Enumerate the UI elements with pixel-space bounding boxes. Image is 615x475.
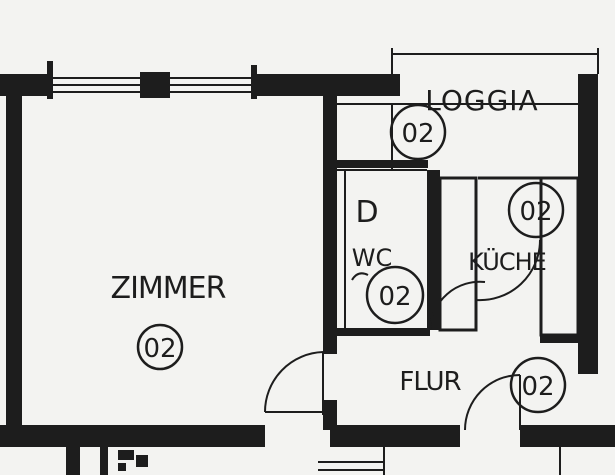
circle-zimmer xyxy=(136,323,184,371)
wall-right xyxy=(578,74,598,374)
code-circles xyxy=(136,103,567,414)
wall-bottom-right xyxy=(520,425,615,447)
window-mullion xyxy=(140,72,170,98)
bottom-details xyxy=(66,447,148,475)
window-zimmer xyxy=(47,61,257,99)
room-code-flur: 02 xyxy=(521,372,554,402)
room-label-kueche: KÜCHE xyxy=(468,247,546,276)
wall-zimmer-jamb xyxy=(323,400,337,430)
doors xyxy=(264,239,542,431)
wc-fixtures xyxy=(337,169,427,330)
wall-zimmer-partition xyxy=(323,92,337,354)
room-code-kueche: 02 xyxy=(519,197,552,227)
room-label-flur: FLUR xyxy=(399,367,461,397)
wall-wc-kitchen xyxy=(427,170,440,330)
bottom-lines xyxy=(318,447,561,475)
circle-loggia xyxy=(389,103,447,161)
shower-letter: D xyxy=(355,195,378,230)
wall-bottom-left xyxy=(0,425,265,447)
room-label-wc: WC xyxy=(352,244,393,272)
wall-bottom-middle xyxy=(330,425,460,447)
wall-wc-top xyxy=(333,160,428,168)
room-code-wc: 02 xyxy=(378,282,411,312)
room-label-loggia: LOGGIA xyxy=(425,84,538,117)
wall-left xyxy=(6,74,22,444)
circle-kueche xyxy=(507,181,565,239)
wall-kitchen-bottom xyxy=(540,335,582,343)
wall-wc-bottom xyxy=(330,328,430,336)
circle-wc xyxy=(365,265,425,325)
room-code-loggia: 02 xyxy=(401,119,434,149)
room-code-zimmer: 02 xyxy=(143,334,176,364)
walls xyxy=(0,72,615,447)
circle-flur xyxy=(509,356,567,414)
room-label-zimmer: ZIMMER xyxy=(111,271,226,306)
wall-top-middle xyxy=(255,74,400,96)
